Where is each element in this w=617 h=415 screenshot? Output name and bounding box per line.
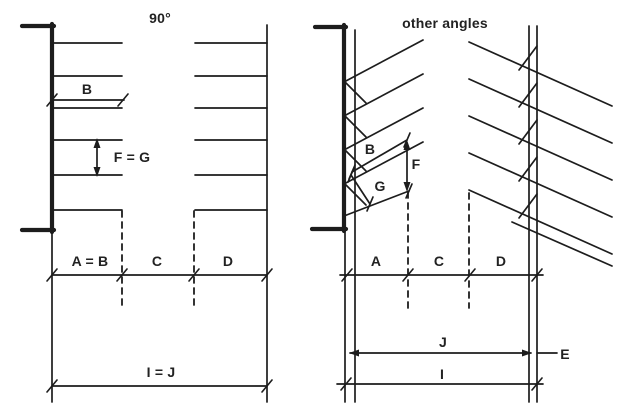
diagram-line bbox=[468, 115, 613, 181]
dimension-tick bbox=[340, 377, 352, 391]
title-other-angles: other angles bbox=[402, 15, 488, 31]
diagram-line bbox=[518, 45, 538, 71]
label-j-right: J bbox=[439, 334, 447, 350]
label-a-right: A bbox=[370, 253, 382, 269]
diagram-line bbox=[468, 78, 613, 144]
label-i-equals-j: I = J bbox=[146, 364, 176, 380]
dimension-arrowhead bbox=[522, 349, 532, 357]
dimension-arrowhead bbox=[93, 138, 101, 148]
dimension-tick bbox=[117, 93, 129, 107]
dimension-arrowhead bbox=[93, 167, 101, 177]
dimension-tick bbox=[347, 167, 355, 183]
dimension-arrowhead bbox=[403, 182, 411, 192]
dimension-tick bbox=[46, 379, 58, 393]
label-d-right: D bbox=[495, 253, 507, 269]
label-c-right: C bbox=[433, 253, 445, 269]
label-f-right: F bbox=[411, 156, 421, 172]
label-d-left: D bbox=[222, 253, 234, 269]
diagram-line bbox=[350, 174, 371, 205]
dimension-tick bbox=[116, 268, 128, 282]
label-f-equals-g: F = G bbox=[113, 149, 151, 165]
label-b-left: B bbox=[81, 81, 93, 97]
label-a-equals-b: A = B bbox=[71, 253, 109, 269]
dimension-tick bbox=[261, 268, 273, 282]
diagram-line bbox=[344, 149, 367, 172]
diagram-line bbox=[518, 193, 538, 219]
diagram-line bbox=[344, 81, 367, 104]
dimension-tick bbox=[261, 379, 273, 393]
dimension-tick bbox=[464, 268, 476, 282]
label-e-right: E bbox=[560, 346, 570, 362]
diagram-line bbox=[343, 190, 410, 217]
label-g-right: G bbox=[374, 178, 386, 194]
diagram-line bbox=[343, 39, 424, 83]
dimension-tick bbox=[402, 268, 414, 282]
dimension-tick bbox=[531, 377, 543, 391]
diagram-line bbox=[344, 183, 367, 206]
diagram-line bbox=[468, 41, 613, 107]
dimension-arrowhead bbox=[403, 140, 411, 150]
title-90deg: 90° bbox=[149, 10, 171, 26]
diagram-line bbox=[511, 221, 613, 267]
dimension-tick bbox=[188, 268, 200, 282]
dimension-tick bbox=[405, 183, 413, 199]
diagram-line bbox=[468, 189, 613, 255]
dimension-arrowhead bbox=[349, 349, 359, 357]
label-i-right: I bbox=[439, 366, 445, 382]
diagram-line bbox=[468, 152, 613, 218]
diagram-line bbox=[343, 107, 424, 151]
diagram-line bbox=[344, 115, 367, 138]
label-b-right: B bbox=[364, 141, 376, 157]
dimension-tick bbox=[531, 268, 543, 282]
dimension-tick bbox=[341, 268, 353, 282]
diagram-line bbox=[351, 139, 408, 173]
diagram-line bbox=[518, 82, 538, 108]
dimension-tick bbox=[46, 268, 58, 282]
diagram-line bbox=[518, 119, 538, 145]
diagram-line bbox=[343, 73, 424, 117]
dimension-tick bbox=[46, 93, 58, 107]
dimension-tick bbox=[366, 196, 374, 212]
label-c-left: C bbox=[151, 253, 163, 269]
diagram-line bbox=[518, 156, 538, 182]
